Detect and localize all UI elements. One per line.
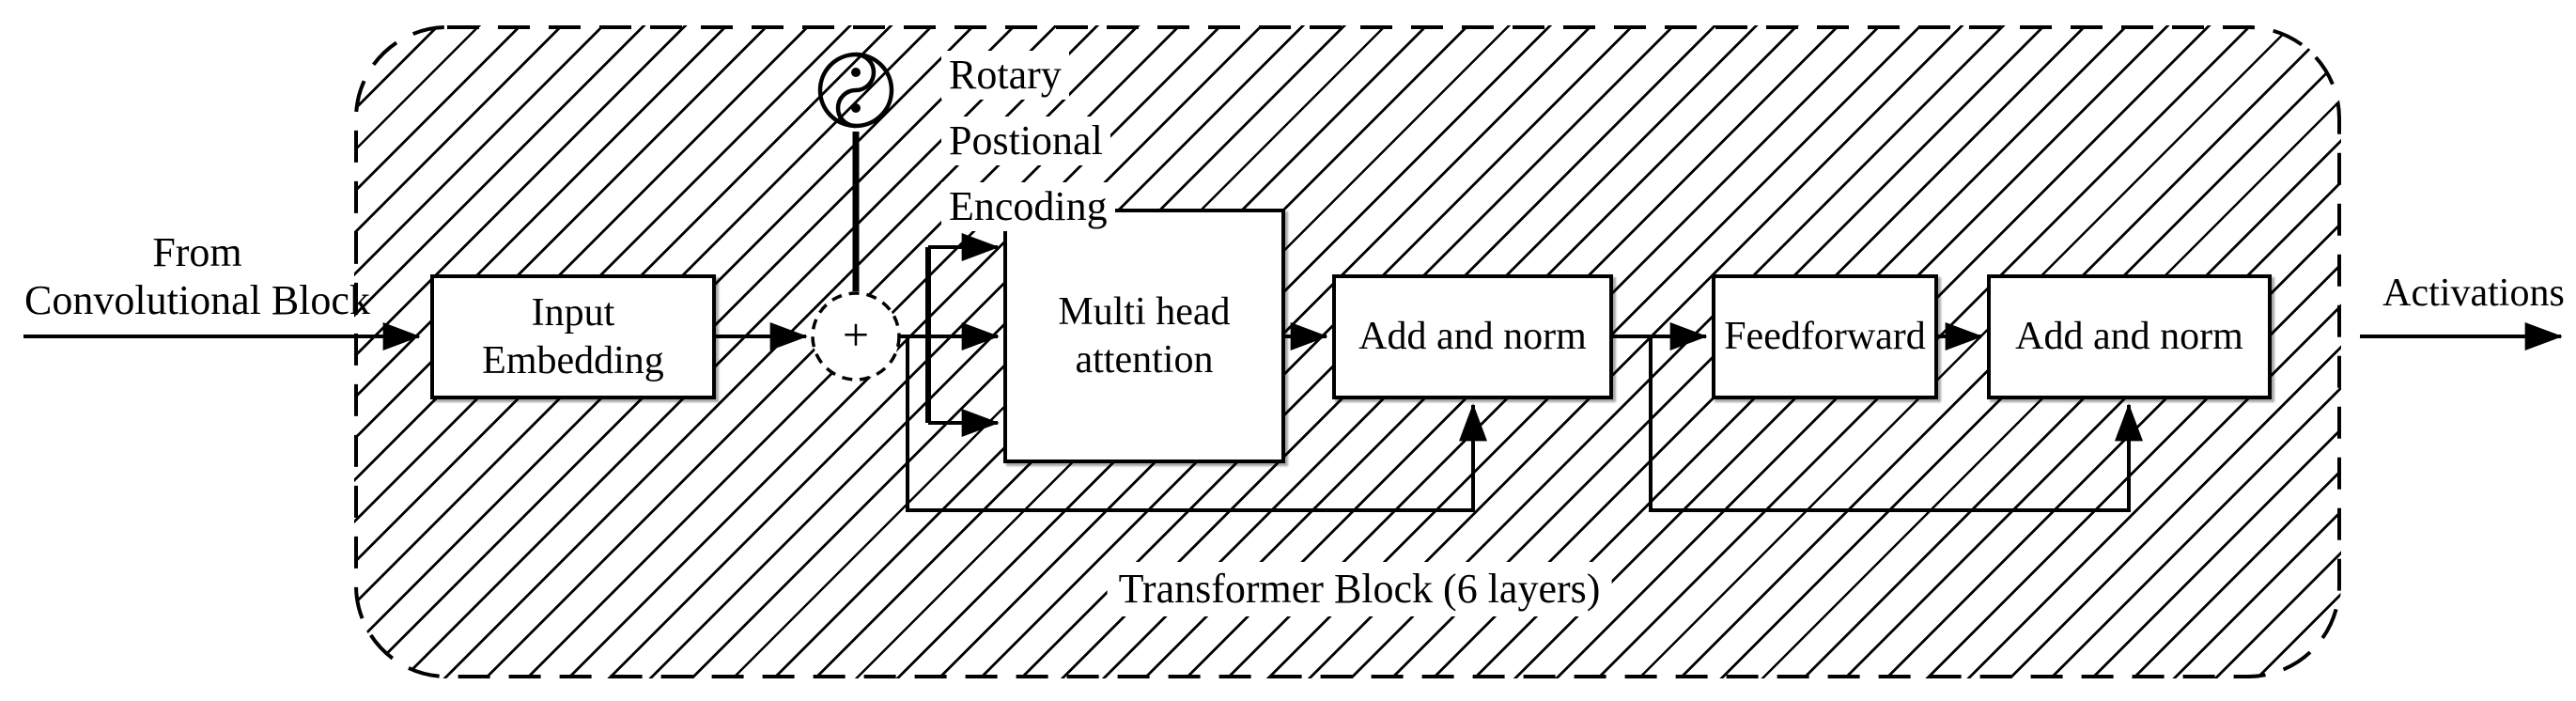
rotary-positional-encoding-label: Rotary Postional Encoding bbox=[941, 34, 1115, 248]
multi-head-attention-label: Multi head attention bbox=[1058, 290, 1231, 382]
add-and-norm-2-label: Add and norm bbox=[2015, 315, 2243, 359]
input-embedding-label: Input Embedding bbox=[482, 291, 664, 382]
rotary-label-line-3: Encoding bbox=[941, 182, 1115, 231]
input-embedding-box: Input Embedding bbox=[430, 274, 716, 399]
from-convolutional-block-label: From Convolutional Block bbox=[24, 229, 370, 323]
feedforward-box: Feedforward bbox=[1712, 274, 1938, 399]
feedforward-label: Feedforward bbox=[1724, 315, 1926, 359]
transformer-block-caption: Transformer Block (6 layers) bbox=[1107, 562, 1612, 616]
add-and-norm-1-label: Add and norm bbox=[1358, 315, 1587, 359]
add-and-norm-1-box: Add and norm bbox=[1332, 274, 1613, 399]
rotary-label-line-2: Postional bbox=[941, 117, 1110, 165]
rotary-label-line-1: Rotary bbox=[941, 51, 1069, 100]
add-and-norm-2-box: Add and norm bbox=[1987, 274, 2272, 399]
activations-label: Activations bbox=[2382, 272, 2565, 315]
